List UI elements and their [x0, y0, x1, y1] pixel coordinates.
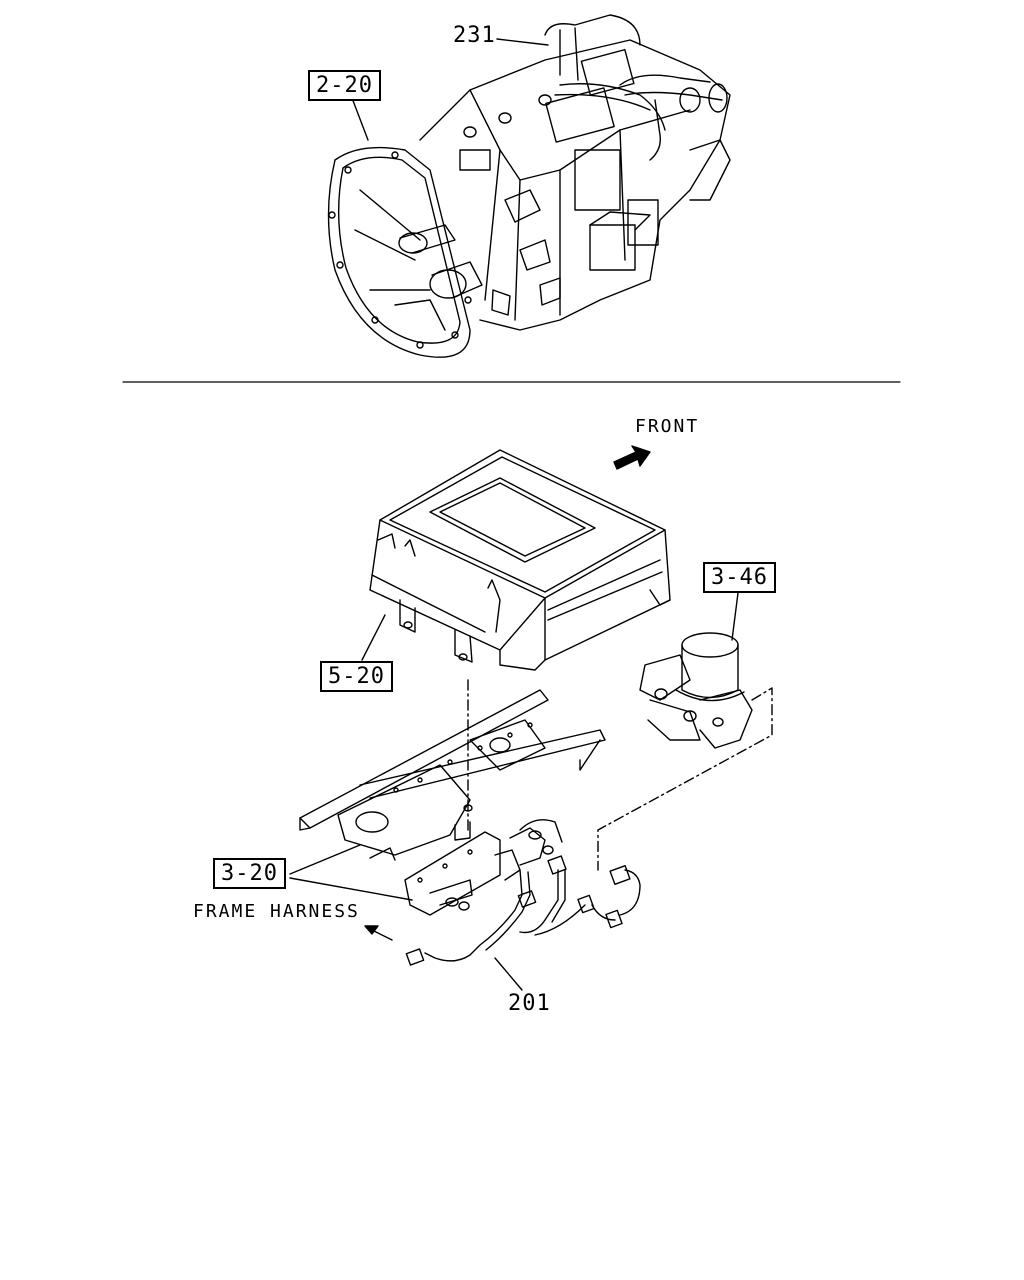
ref-box-3-20[interactable]: 3-20: [213, 858, 286, 889]
frame-bracket-illustration: [299, 689, 606, 861]
ref-box-3-46[interactable]: 3-46: [703, 562, 776, 593]
frame-harness-label: FRAME HARNESS: [193, 901, 360, 922]
arrow-right-icon: [613, 445, 651, 470]
control-unit-illustration: [361, 449, 671, 831]
part-number-231: 231: [453, 23, 496, 48]
connector-bracket-illustration: [289, 819, 641, 991]
front-label: FRONT: [635, 416, 700, 437]
arrow-left-icon: [364, 925, 393, 941]
part-number-201: 201: [508, 991, 551, 1016]
ref-box-2-20[interactable]: 2-20: [308, 70, 381, 101]
ref-box-5-20[interactable]: 5-20: [320, 661, 393, 692]
transmission-illustration: [327, 14, 731, 358]
air-dryer-illustration: [597, 592, 773, 871]
